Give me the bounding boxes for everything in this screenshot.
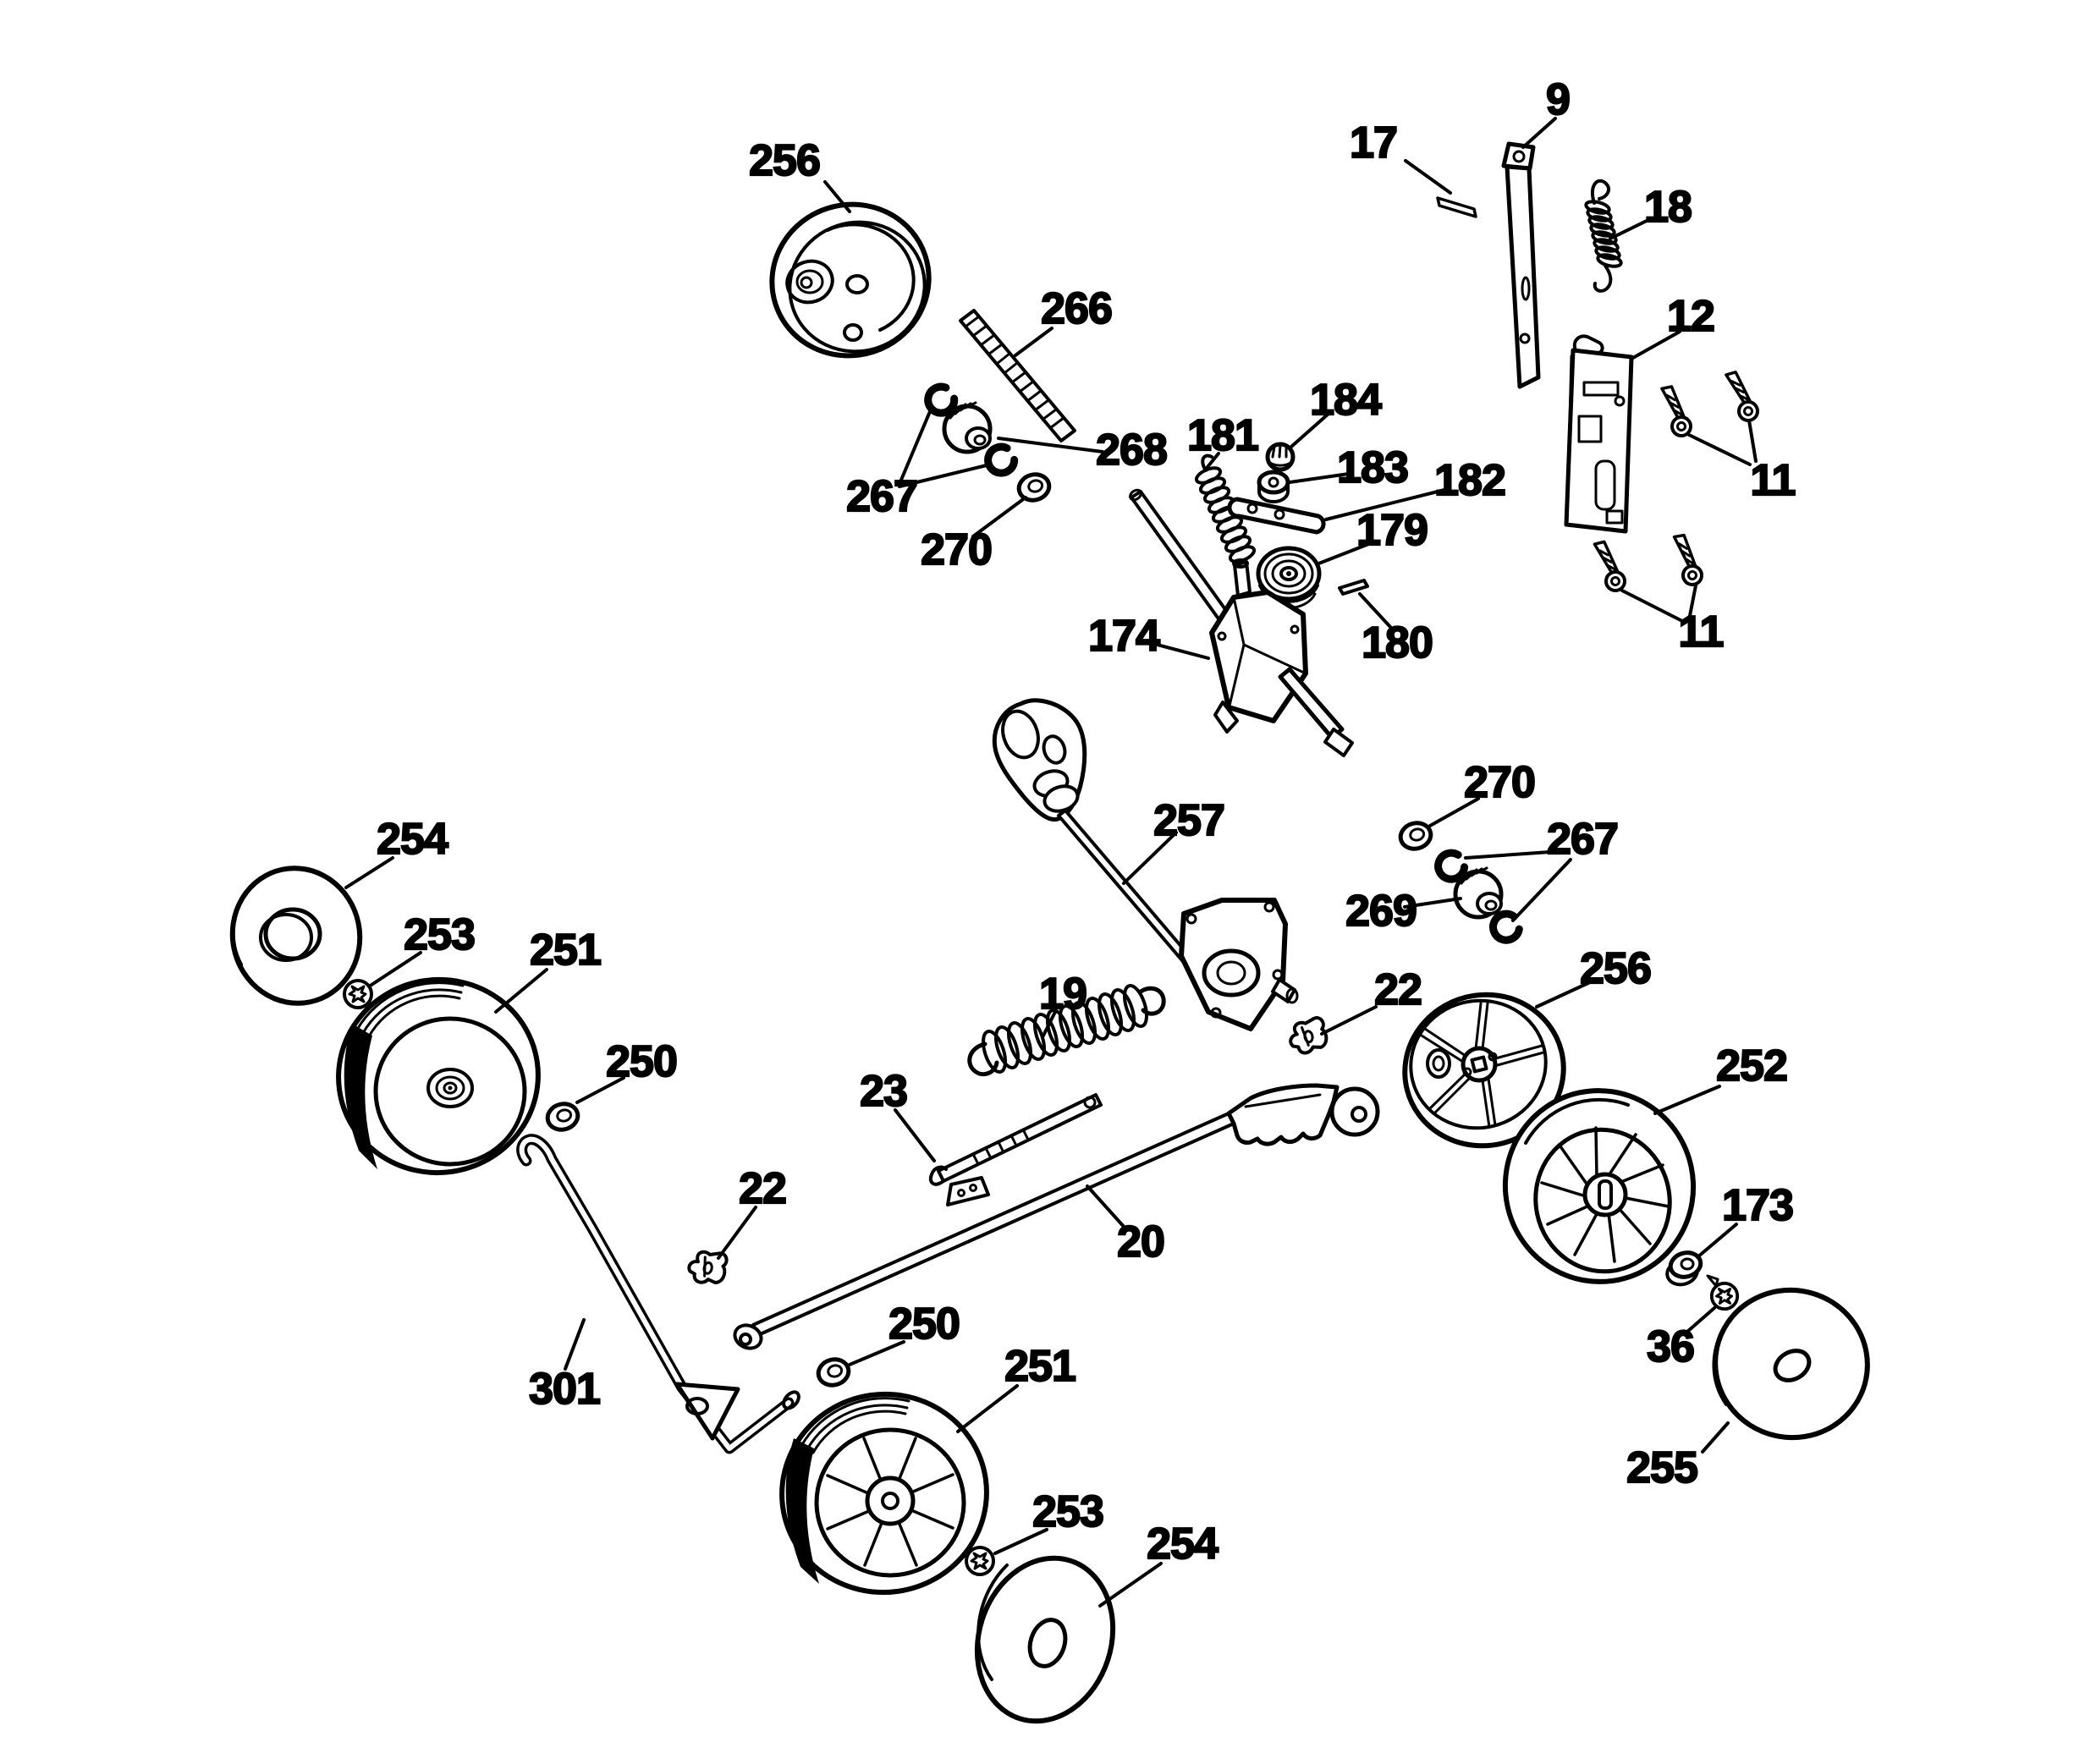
label-250-left: 250	[606, 1037, 677, 1086]
label-22-left: 22	[739, 1164, 786, 1213]
label-256-right: 256	[1580, 944, 1651, 993]
wheel-cover-right	[1712, 1287, 1870, 1441]
label-251-left: 251	[530, 926, 601, 975]
wheel-cover-left	[229, 866, 363, 1006]
link	[1227, 497, 1326, 535]
label-183: 183	[1337, 443, 1408, 492]
screws-lower-pair	[1588, 531, 1710, 594]
label-270-left: 270	[921, 525, 992, 574]
label-11-upper: 11	[1751, 456, 1796, 505]
label-23: 23	[860, 1067, 907, 1116]
label-180: 180	[1362, 618, 1433, 668]
label-270-right: 270	[1464, 758, 1535, 807]
knurled-nut	[1265, 442, 1296, 472]
spoked-wheel-right	[1402, 992, 1566, 1149]
label-256-front-left: 256	[749, 136, 820, 185]
label-22-right: 22	[1374, 965, 1422, 1014]
height-adjuster-rod	[733, 1083, 1380, 1350]
shift-bracket	[992, 698, 1087, 822]
label-18: 18	[1644, 183, 1692, 232]
screws-upper-pair	[1653, 370, 1763, 439]
adjuster-rack	[928, 1093, 1103, 1186]
wheel-cover-bottom	[974, 1555, 1116, 1724]
tire-left	[336, 976, 541, 1176]
label-11-lower: 11	[1679, 607, 1724, 657]
label-184: 184	[1310, 376, 1382, 425]
label-254-left: 254	[377, 815, 448, 864]
pin	[1436, 196, 1477, 218]
push-nut-right	[1706, 1274, 1740, 1311]
snap-rings-and-adapter-right	[1434, 849, 1521, 942]
label-174: 174	[1088, 612, 1160, 661]
snap-rings-and-adapter-left	[923, 382, 1017, 477]
push-nut-left	[343, 979, 373, 1009]
label-267-left: 267	[846, 472, 917, 521]
label-257: 257	[1153, 796, 1224, 845]
pulley	[1256, 546, 1322, 609]
handle-bracket-bar	[1501, 141, 1541, 389]
gearbox	[1209, 558, 1354, 757]
label-17: 17	[1350, 118, 1397, 168]
label-19: 19	[1039, 970, 1087, 1019]
washer-front-left	[545, 1101, 581, 1133]
wheel-cover-front-left	[769, 201, 932, 359]
push-nut-bottom	[965, 1546, 995, 1576]
label-181: 181	[1187, 411, 1258, 460]
label-20: 20	[1117, 1217, 1164, 1267]
label-301: 301	[529, 1365, 600, 1414]
label-268: 268	[1096, 426, 1167, 475]
washer-right	[1398, 820, 1434, 852]
idler-spring	[967, 983, 1166, 1077]
label-9: 9	[1546, 75, 1570, 124]
mounting-plate	[1564, 334, 1634, 534]
shift-spring	[1194, 453, 1257, 563]
clip-right	[1285, 1014, 1330, 1058]
part-number-labels: 256 17 9 18 12 11 11 266 268 181 184 183…	[376, 74, 1797, 1569]
label-12: 12	[1667, 292, 1714, 341]
label-182: 182	[1434, 456, 1505, 505]
label-254-bottom: 254	[1147, 1519, 1219, 1569]
label-173: 173	[1722, 1181, 1793, 1230]
leader-lines	[344, 117, 1758, 1607]
washer-bottom	[816, 1356, 852, 1388]
gearbox-shift-rod	[1129, 488, 1233, 625]
spacer	[1257, 470, 1290, 503]
flange-nut	[1665, 1250, 1703, 1287]
tire-right	[1502, 1088, 1697, 1284]
tire-bottom	[779, 1391, 989, 1596]
label-251-bottom: 251	[1004, 1342, 1076, 1391]
label-267-right: 267	[1547, 815, 1618, 864]
extension-spring	[1584, 179, 1623, 293]
label-269: 269	[1345, 887, 1417, 936]
label-36: 36	[1647, 1322, 1694, 1371]
label-252: 252	[1716, 1041, 1787, 1091]
label-255: 255	[1626, 1443, 1697, 1492]
label-266: 266	[1041, 284, 1112, 333]
threaded-rod	[959, 309, 1076, 442]
label-179: 179	[1356, 506, 1428, 555]
shift-plate	[1179, 898, 1299, 1031]
axle-rod	[516, 1134, 800, 1454]
label-250-bottom: 250	[888, 1300, 960, 1349]
label-253-bottom: 253	[1032, 1487, 1103, 1536]
roll-pin	[1338, 579, 1369, 596]
label-253-left: 253	[404, 910, 475, 959]
